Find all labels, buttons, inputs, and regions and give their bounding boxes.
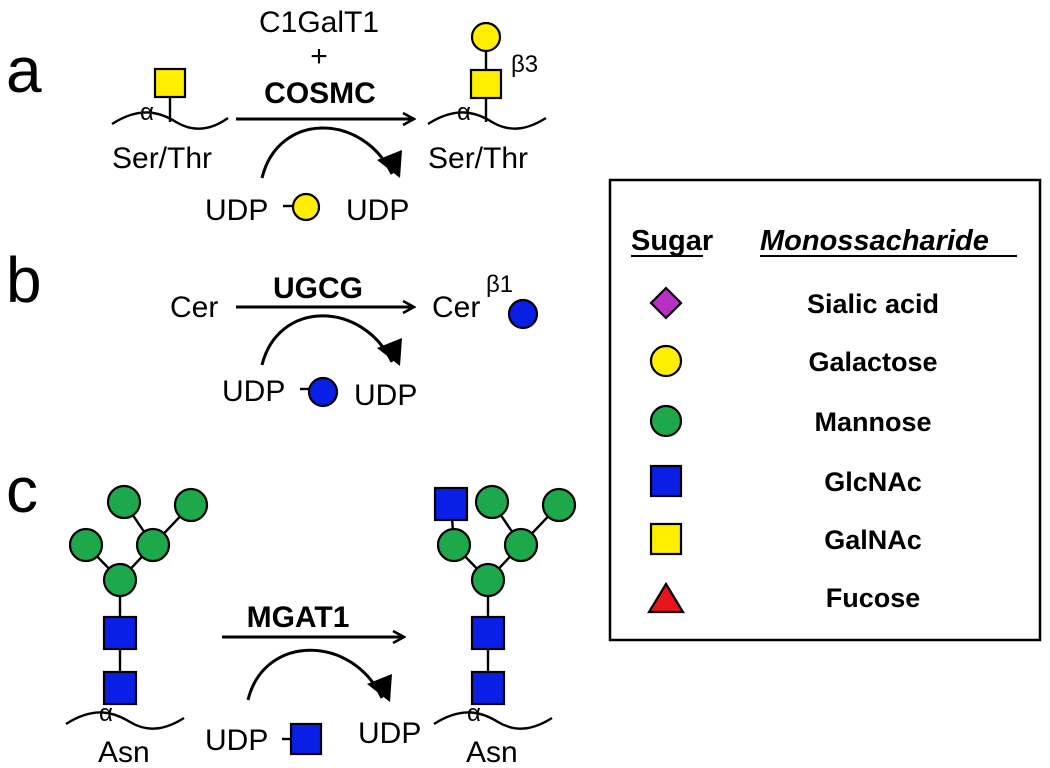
mannose-circle xyxy=(173,487,209,523)
panel-c-product: α Asn xyxy=(433,484,577,768)
legend-item-galactose: Galactose xyxy=(808,347,937,377)
donor-udp: UDP xyxy=(205,724,268,757)
plus-sign: + xyxy=(310,40,328,73)
legend-item-fucose: Fucose xyxy=(826,583,921,613)
glcnac-square-icon xyxy=(649,464,683,498)
legend-item-mannose: Mannose xyxy=(814,407,931,437)
beta-label: β3 xyxy=(511,51,538,78)
product-cer: Cer xyxy=(432,291,480,324)
panel-c: c α Asn MGAT1 UDP UDP xyxy=(6,454,577,768)
enzyme-c1galt1: C1GalT1 xyxy=(259,6,379,39)
glcnac-square xyxy=(470,615,506,651)
panel-b-letter: b xyxy=(6,244,42,316)
glcnac-square xyxy=(470,670,506,706)
glcnac-square xyxy=(102,615,138,651)
panel-a-letter: a xyxy=(6,34,42,106)
panel-a-substrate: α Ser/Thr xyxy=(111,67,229,175)
donor-udp: UDP xyxy=(222,375,285,408)
peptide-backbone xyxy=(427,111,547,130)
mannose-circle xyxy=(474,484,510,520)
panel-c-substrate: α Asn xyxy=(65,484,209,768)
legend: Sugar Monossacharide Sialic acid Galacto… xyxy=(608,178,1042,642)
glucose-circle xyxy=(307,376,339,408)
legend-header-sugar: Sugar xyxy=(631,225,713,257)
glcnac-square xyxy=(433,486,469,522)
glcnac-square xyxy=(102,670,138,706)
mannose-circle xyxy=(135,527,171,563)
alpha-label: α xyxy=(99,700,113,727)
panel-c-letter: c xyxy=(6,454,38,526)
mannose-circle-icon xyxy=(649,404,683,438)
peptide-backbone xyxy=(65,711,185,730)
legend-item-sialic-acid: Sialic acid xyxy=(807,289,939,319)
panel-a-product: β3 α Ser/Thr xyxy=(427,21,547,175)
released-udp: UDP xyxy=(346,194,409,227)
mannose-circle xyxy=(470,562,506,598)
sialic-acid-diamond-icon xyxy=(649,286,683,320)
galnac-square-icon xyxy=(649,522,683,556)
released-udp: UDP xyxy=(358,717,421,750)
mannose-circle xyxy=(106,484,142,520)
galnac-square xyxy=(469,68,503,100)
cofactor-curve xyxy=(260,314,394,366)
legend-item-galnac: GalNAc xyxy=(824,525,922,555)
cofactor-curve xyxy=(246,648,384,701)
cofactor-arrowhead xyxy=(377,150,402,178)
mannose-circle xyxy=(436,527,472,563)
substrate-label: Asn xyxy=(98,736,150,768)
cofactor-curve xyxy=(260,126,394,179)
glcnac-square xyxy=(289,722,323,756)
panel-a: a α Ser/Thr C1GalT1 + COSMC UDP UDP β3 xyxy=(6,6,547,227)
mannose-circle xyxy=(503,527,539,563)
fucose-triangle-icon xyxy=(647,581,685,614)
donor-udp: UDP xyxy=(205,194,268,227)
galactose-circle-icon xyxy=(649,344,683,378)
galnac-square xyxy=(153,67,187,99)
galactose-circle xyxy=(291,192,321,222)
peptide-backbone xyxy=(111,111,229,130)
alpha-label: α xyxy=(457,99,471,126)
cofactor-arrowhead xyxy=(367,674,392,702)
legend-item-glcnac: GlcNAc xyxy=(824,467,922,497)
product-label: Asn xyxy=(466,736,518,768)
alpha-label: α xyxy=(140,99,154,126)
enzyme-cosmc: COSMC xyxy=(264,77,376,110)
substrate-cer: Cer xyxy=(170,291,218,324)
legend-header-monosaccharide: Monossacharide xyxy=(760,225,989,257)
enzyme-ugcg: UGCG xyxy=(273,272,363,305)
cofactor-arrowhead xyxy=(377,338,402,366)
enzyme-mgat1: MGAT1 xyxy=(247,601,350,634)
galactose-circle xyxy=(470,21,502,53)
beta-label: β1 xyxy=(486,271,513,298)
mannose-circle xyxy=(102,562,138,598)
glucose-circle xyxy=(507,298,539,330)
panel-b: b Cer UGCG Cer β1 UDP UDP xyxy=(6,244,539,412)
mannose-circle xyxy=(541,487,577,523)
alpha-label: α xyxy=(467,700,481,727)
peptide-backbone xyxy=(433,711,553,730)
product-label: Ser/Thr xyxy=(428,142,528,175)
substrate-label: Ser/Thr xyxy=(112,142,212,175)
mannose-circle xyxy=(68,527,104,563)
released-udp: UDP xyxy=(354,379,417,412)
